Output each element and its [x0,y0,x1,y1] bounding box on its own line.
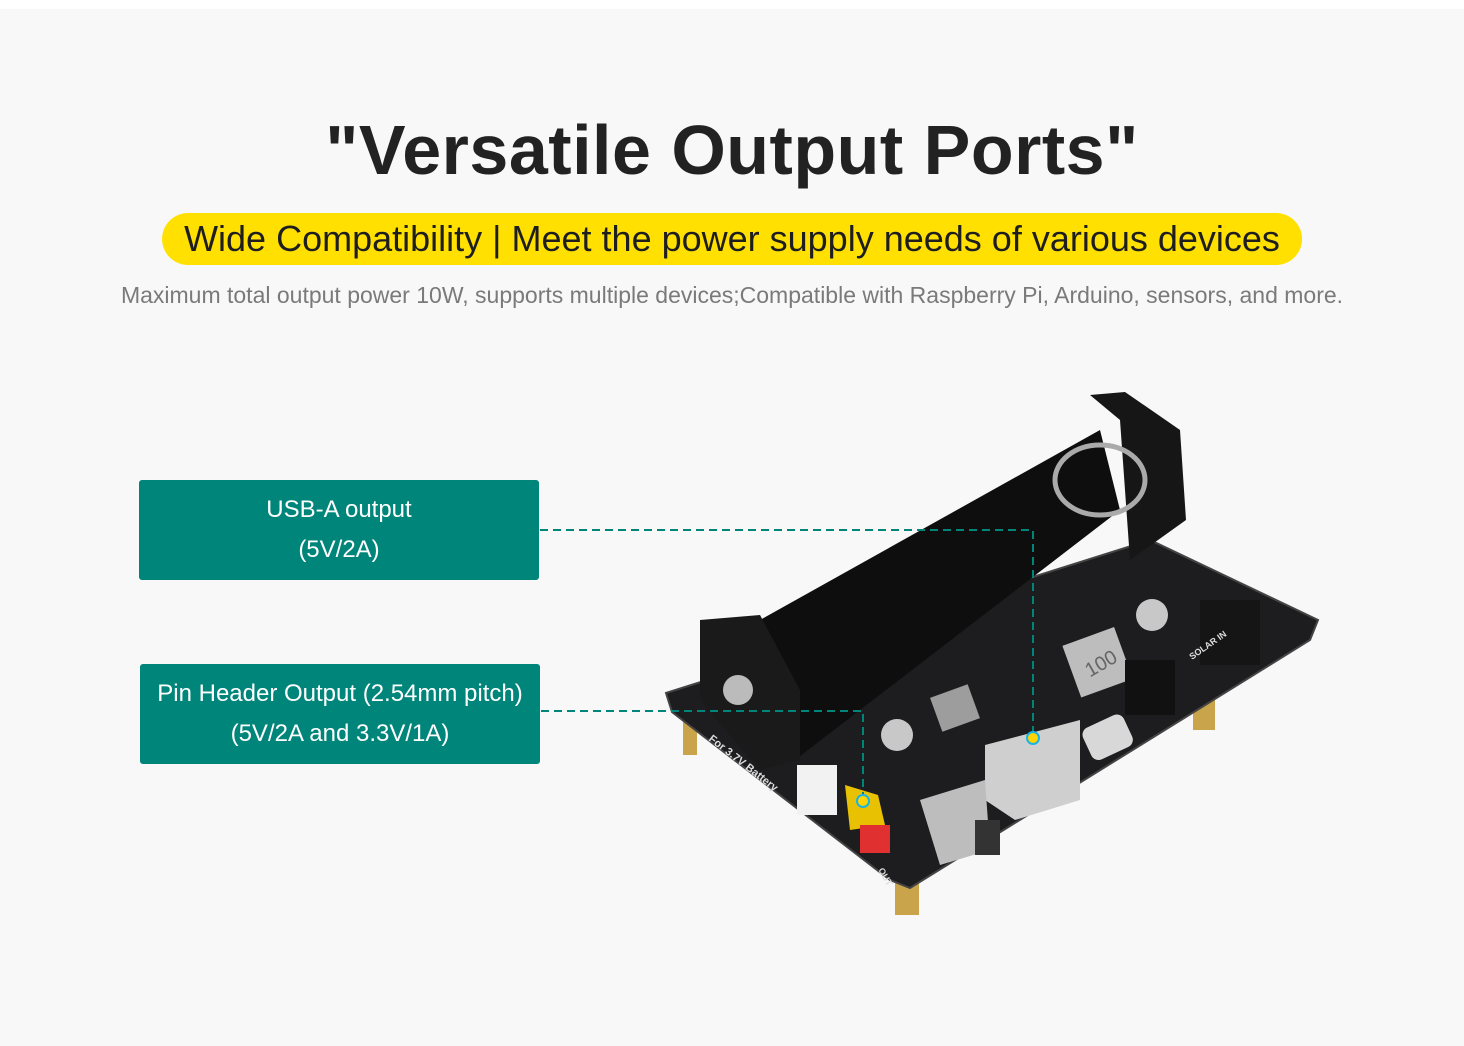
usb-a-port [985,720,1080,820]
terminal-block [1125,660,1175,715]
capacitor [881,719,913,751]
usb-a-callout: USB-A output (5V/2A) [139,480,539,580]
inductor [1062,627,1133,698]
battery-spring [1052,442,1148,518]
callout-title: USB-A output [266,496,412,523]
usb-a-marker [1026,731,1040,745]
description-text: Maximum total output power 10W, supports… [120,282,1344,308]
switch-knob [975,820,1000,855]
tagline-banner: Wide Compatibility | Meet the power supp… [162,213,1302,265]
callout-title: Pin Header Output (2.54mm pitch) [157,680,523,707]
top-strip [0,0,1464,9]
power-switch [920,780,990,865]
inductor-small [930,684,980,732]
callout-spec: (5V/2A and 3.3V/1A) [230,720,450,747]
battery-holder-end [1090,392,1186,560]
pin-header-red [860,825,890,853]
battery-holder [760,430,1120,760]
callout-spec: (5V/2A) [298,536,380,563]
capacitor [1136,599,1168,631]
battery-connector [797,765,837,815]
pin-header-callout: Pin Header Output (2.54mm pitch) (5V/2A … [140,664,540,764]
dc-jack [1200,600,1260,665]
screw [723,675,753,705]
pin-header-leader-line [541,710,864,800]
page-title: "Versatile Output Ports" [325,111,1139,189]
usb-c-port [1082,714,1133,760]
usb-a-leader-line [540,529,1034,738]
pin-header-marker [856,794,870,808]
